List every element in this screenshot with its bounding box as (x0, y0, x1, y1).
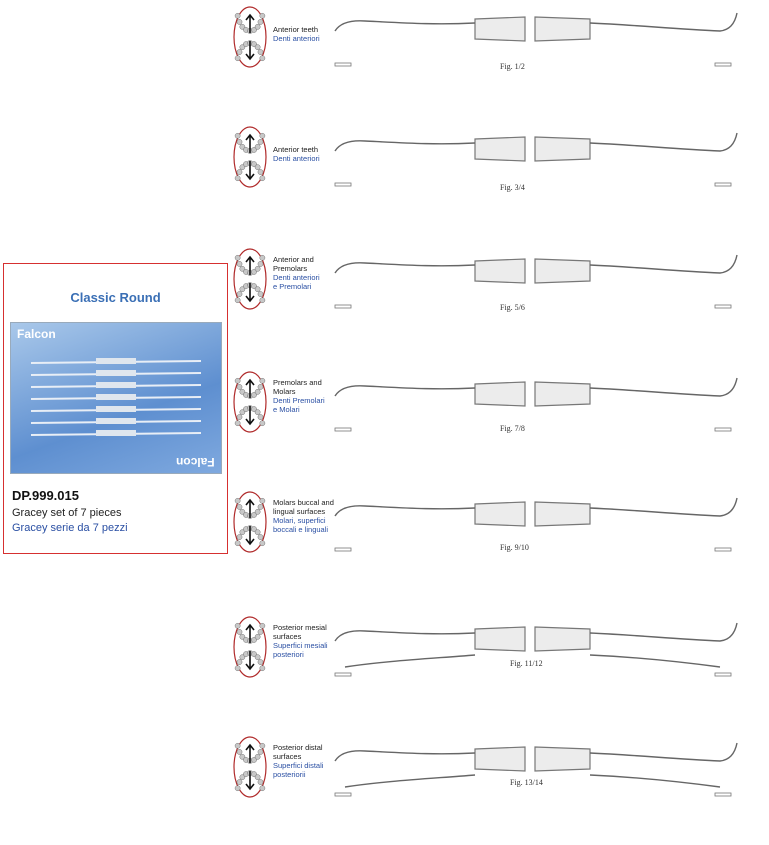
tooth-arch-icon (232, 370, 268, 434)
figure-label: Fig. 5/6 (500, 303, 525, 312)
tooth-arch-icon (232, 735, 268, 799)
figure-label: Fig. 11/12 (510, 659, 543, 668)
instrument-drawing (325, 5, 755, 85)
instrument-drawing (325, 490, 755, 570)
instrument-drawing (325, 125, 755, 205)
label-it: Denti Premolari e Molari (273, 396, 325, 414)
product-box: Classic Round Falcon Falcon DP.999.015 G… (3, 263, 228, 554)
tooth-arch-icon (232, 125, 268, 189)
instrument-drawing (325, 615, 755, 695)
label-it: Denti anteriori (273, 154, 320, 163)
tooth-arch-icon (232, 615, 268, 679)
instrument-row: Anterior teeth Denti anteriori (0, 5, 769, 115)
label-en: Anterior teeth (273, 145, 319, 154)
figure-label: Fig. 7/8 (500, 424, 525, 433)
instrument-row: Molars buccal and lingual surfaces Molar… (0, 490, 769, 600)
instrument-row: Premolars and Molars Denti Premolari e M… (0, 370, 769, 480)
label-it: Molari, superfici boccali e linguali (273, 516, 329, 534)
instrument-row: Posterior distal surfaces Superfici dist… (0, 735, 769, 845)
instrument-row: Anterior teeth Denti anteriori (0, 125, 769, 235)
product-name-it: Gracey serie da 7 pezzi (12, 522, 128, 534)
label-it: Denti anteriori (273, 34, 320, 43)
figure-label: Fig. 13/14 (510, 778, 543, 787)
tooth-arch-icon (232, 5, 268, 69)
instrument-row: Anterior and Premolars Denti anteriori e… (0, 247, 769, 357)
label-en: Anterior and Premolars (273, 255, 314, 273)
instrument-label: Posterior mesial surfaces Superfici mesi… (273, 623, 328, 659)
product-name-en: Gracey set of 7 pieces (12, 507, 122, 519)
tooth-arch-icon (232, 247, 268, 311)
label-en: Posterior distal surfaces (273, 743, 323, 761)
instrument-label: Posterior distal surfaces Superfici dist… (273, 743, 323, 779)
figure-label: Fig. 1/2 (500, 62, 525, 71)
brand-name: Classic Round (70, 290, 161, 305)
label-en: Anterior teeth (273, 25, 319, 34)
instrument-label: Anterior and Premolars Denti anteriori e… (273, 255, 320, 291)
label-it: Superfici mesiali posteriori (273, 641, 328, 659)
figure-label: Fig. 9/10 (500, 543, 529, 552)
instrument-label: Anterior teeth Denti anteriori (273, 25, 320, 43)
label-it: Denti anteriori e Premolari (273, 273, 320, 291)
instrument-row: Posterior mesial surfaces Superfici mesi… (0, 615, 769, 725)
instrument-set-illustration (30, 358, 202, 436)
product-code: DP.999.015 (12, 488, 79, 503)
label-en: Premolars and Molars (273, 378, 322, 396)
tooth-arch-icon (232, 490, 268, 554)
instrument-label: Premolars and Molars Denti Premolari e M… (273, 378, 325, 414)
card-logo: Falcon (17, 327, 56, 341)
instrument-label: Molars buccal and lingual surfaces Molar… (273, 498, 334, 534)
label-it: Superfici distali posteriorii (273, 761, 324, 779)
instrument-drawing (325, 370, 755, 450)
instrument-drawing (325, 735, 755, 815)
product-card-image: Falcon Falcon (10, 322, 222, 474)
label-en: Posterior mesial surfaces (273, 623, 327, 641)
instrument-label: Anterior teeth Denti anteriori (273, 145, 320, 163)
instrument-drawing (325, 247, 755, 327)
figure-label: Fig. 3/4 (500, 183, 525, 192)
label-en: Molars buccal and lingual surfaces (273, 498, 334, 516)
